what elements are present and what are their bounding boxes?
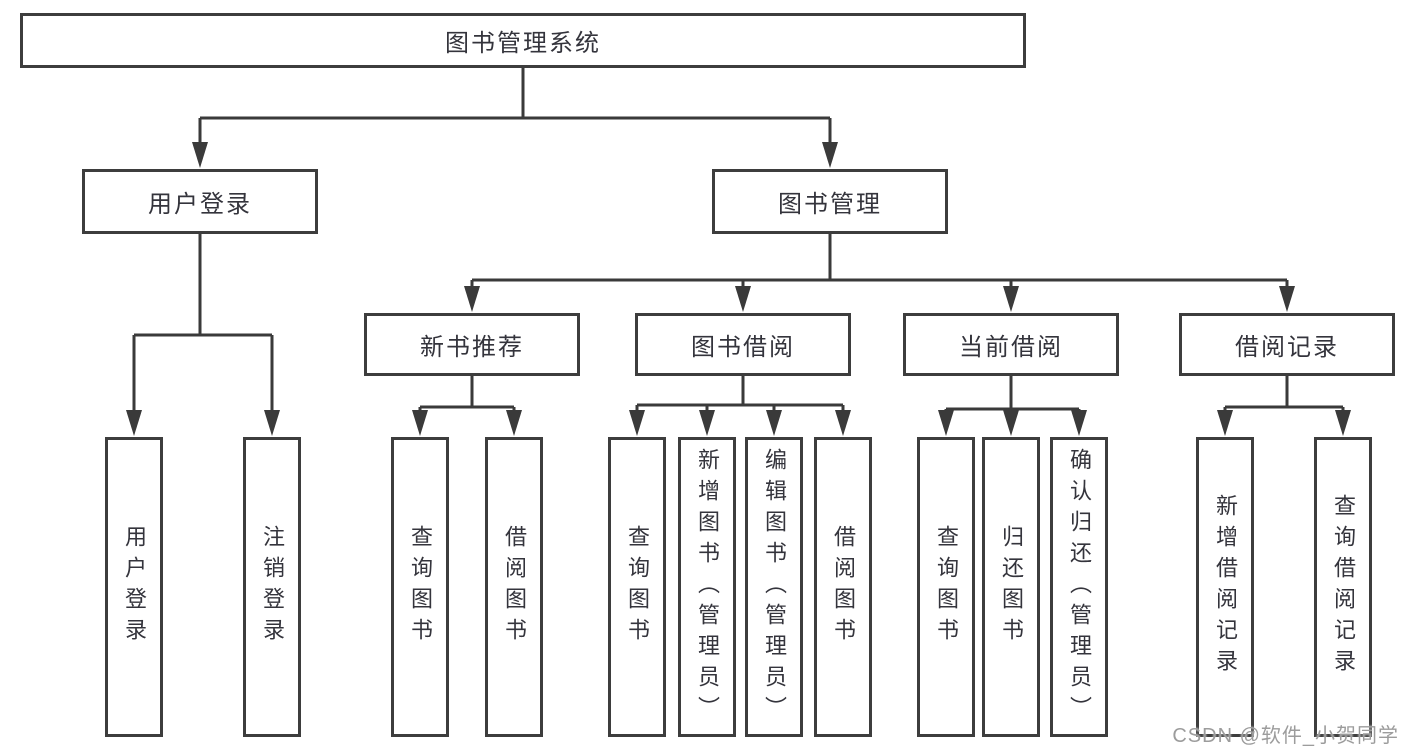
leaf-edit-books-admin: 编辑图书（管理员） (745, 437, 803, 737)
node-label: 借阅图书 (502, 525, 527, 649)
leaf-user-login: 用户登录 (105, 437, 163, 737)
connector-current-borrow-to-leaves (944, 376, 1081, 411)
node-label: 确认归还（管理员） (1067, 447, 1092, 727)
node-label: 图书借阅 (691, 334, 795, 361)
node-new-book-recommend: 新书推荐 (364, 313, 580, 376)
arrowhead (264, 410, 280, 436)
node-label: 新增借阅记录 (1213, 494, 1238, 680)
arrowhead (1071, 410, 1087, 436)
arrowhead (629, 410, 645, 436)
node-label: 注销登录 (260, 525, 285, 649)
node-book-borrow: 图书借阅 (635, 313, 851, 376)
leaf-query-books-recommend: 查询图书 (391, 437, 449, 737)
connector-borrow-records-to-leaves (1223, 376, 1345, 410)
arrowhead (766, 410, 782, 436)
connector-user-login-to-leaves (132, 234, 274, 410)
arrowhead (938, 410, 954, 436)
arrowhead (412, 410, 428, 436)
arrowhead (699, 410, 715, 436)
node-user-login-branch: 用户登录 (82, 169, 318, 234)
leaf-borrow-books-recommend: 借阅图书 (485, 437, 543, 737)
connector-new-book-recommend-to-leaves (418, 376, 516, 410)
node-label: 查询借阅记录 (1331, 494, 1356, 680)
arrowhead (1279, 286, 1295, 312)
arrowhead (1217, 410, 1233, 436)
node-label: 用户登录 (122, 525, 147, 649)
arrowhead (506, 410, 522, 436)
connector-root-to-level2 (198, 68, 832, 142)
node-label: 新增图书（管理员） (695, 447, 720, 727)
leaf-add-books-admin: 新增图书（管理员） (678, 437, 736, 737)
node-label: 查询图书 (408, 525, 433, 649)
leaf-logout: 注销登录 (243, 437, 301, 737)
leaf-confirm-return-admin: 确认归还（管理员） (1050, 437, 1108, 737)
watermark: CSDN @软件_小贺同学 (1172, 725, 1399, 747)
leaf-borrow-books: 借阅图书 (814, 437, 872, 737)
node-label: 查询图书 (625, 525, 650, 649)
node-label: 图书管理 (778, 191, 882, 218)
node-label: 借阅图书 (831, 525, 856, 649)
connector-book-management-to-level3 (470, 234, 1289, 286)
arrowhead (1335, 410, 1351, 436)
leaf-query-books-current: 查询图书 (917, 437, 975, 737)
node-label: 编辑图书（管理员） (762, 447, 787, 727)
connector-book-borrow-to-leaves (635, 376, 845, 410)
node-label: 归还图书 (999, 525, 1024, 649)
arrowhead (1003, 286, 1019, 312)
node-label: 当前借阅 (959, 334, 1063, 361)
arrowhead (464, 286, 480, 312)
node-label: 查询图书 (934, 525, 959, 649)
node-root-system: 图书管理系统 (20, 13, 1026, 68)
arrowhead (735, 286, 751, 312)
arrowhead (126, 410, 142, 436)
arrowhead (1003, 410, 1019, 436)
node-book-management: 图书管理 (712, 169, 948, 234)
leaf-add-borrow-record: 新增借阅记录 (1196, 437, 1254, 737)
node-label: 图书管理系统 (445, 30, 601, 57)
leaf-return-books: 归还图书 (982, 437, 1040, 737)
leaf-query-books-borrow: 查询图书 (608, 437, 666, 737)
node-label: 用户登录 (148, 191, 252, 218)
arrowhead (192, 142, 208, 168)
node-label: 新书推荐 (420, 334, 524, 361)
leaf-query-borrow-record: 查询借阅记录 (1314, 437, 1372, 737)
arrowhead (822, 142, 838, 168)
node-current-borrow: 当前借阅 (903, 313, 1119, 376)
arrowhead (835, 410, 851, 436)
node-borrow-records: 借阅记录 (1179, 313, 1395, 376)
node-label: 借阅记录 (1235, 334, 1339, 361)
